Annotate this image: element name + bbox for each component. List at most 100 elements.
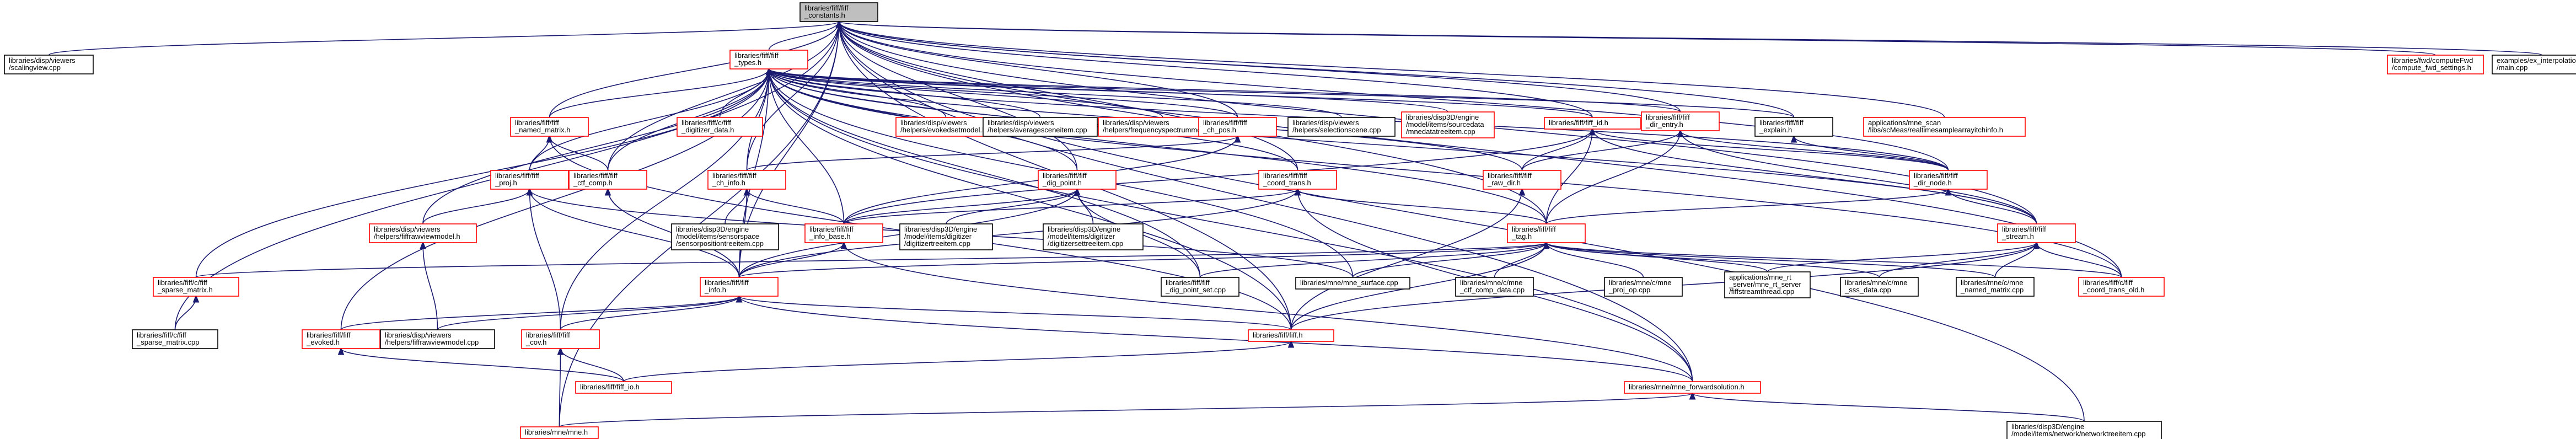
- graph-node-ch-pos[interactable]: libraries/fiff/fiff_ch_pos.h: [1198, 117, 1277, 137]
- graph-node-digitizerset[interactable]: libraries/disp3D/engine/model/items/digi…: [1043, 223, 1144, 250]
- edge-path: [839, 22, 1795, 118]
- graph-node-fiffview[interactable]: libraries/disp/viewers/helpers/fiffrawvi…: [369, 223, 477, 243]
- include-edge: [1547, 243, 1644, 278]
- include-edge: [769, 69, 1795, 118]
- graph-node-selectionscene[interactable]: libraries/disp/viewers/helpers/selection…: [1287, 117, 1396, 137]
- graph-node-tag[interactable]: libraries/fiff/fiff_tag.h: [1507, 223, 1586, 243]
- graph-node-rt-server[interactable]: applications/mne_rt_server/mne_rt_server…: [1724, 271, 1811, 298]
- graph-node-sparse[interactable]: libraries/fiff/c/fiff_sparse_matrix.h: [153, 277, 239, 297]
- graph-node-fiff-io[interactable]: libraries/fiff/fiff_io.h: [575, 381, 672, 394]
- node-label-line: libraries/fiff/fiff: [526, 331, 570, 339]
- graph-node-fwd-sol[interactable]: libraries/mne/mne_forwardsolution.h: [1624, 381, 1761, 394]
- graph-node-fiffrawview[interactable]: libraries/disp/viewers/helpers/fiffrawvi…: [380, 329, 495, 349]
- graph-node-evokedset[interactable]: libraries/disp/viewers/helpers/evokedset…: [895, 117, 996, 137]
- node-label-line: libraries/mne/c/mne: [1961, 279, 2023, 287]
- graph-node-mne-h[interactable]: libraries/mne/mne.h: [520, 426, 599, 439]
- edge-path: [843, 129, 1593, 224]
- graph-node-dir-entry[interactable]: libraries/fiff/fiff_dir_entry.h: [1641, 111, 1720, 131]
- edge-path: [769, 69, 1795, 118]
- node-box: [729, 50, 808, 69]
- graph-node-network[interactable]: libraries/disp3D/engine/model/items/netw…: [2006, 421, 2162, 439]
- graph-node-averagescene[interactable]: libraries/disp/viewers/helpers/averagesc…: [983, 117, 1098, 137]
- edge-path: [844, 243, 1693, 382]
- graph-node-sourcedata[interactable]: libraries/disp3D/engine/model/items/sour…: [1401, 111, 1495, 138]
- graph-node-ex-interp[interactable]: examples/ex_interpolation/main.cpp: [2492, 55, 2576, 74]
- graph-node-cov[interactable]: libraries/fiff/fiff_cov.h: [521, 329, 600, 349]
- node-box: [2078, 277, 2165, 297]
- graph-node-ctf-comp-data[interactable]: libraries/mne/c/mne_ctf_comp_data.cpp: [1455, 277, 1534, 297]
- node-box: [1287, 117, 1396, 137]
- edge-path: [549, 69, 769, 118]
- graph-node-mne-named[interactable]: libraries/mne/c/mne_named_matrix.cpp: [1956, 277, 2035, 297]
- include-edge: [839, 22, 1945, 118]
- node-box: [1724, 271, 1811, 298]
- include-edge: [559, 393, 1693, 427]
- graph-node-types[interactable]: libraries/fiff/fiff_types.h: [729, 50, 808, 69]
- node-label-line: libraries/disp/viewers: [988, 119, 1054, 127]
- node-label-line: _dig_point.h: [1042, 179, 1082, 187]
- node-label-line: _proj.h: [495, 179, 517, 187]
- node-label-line: _digitizer_data.h: [681, 126, 734, 134]
- graph-node-proj-op[interactable]: libraries/mne/c/mne_proj_op.cpp: [1604, 277, 1683, 297]
- include-edge: [195, 69, 769, 278]
- edge-path: [530, 189, 561, 330]
- include-edge: [1199, 243, 1547, 278]
- edge-path: [1681, 131, 1949, 171]
- node-box: [510, 117, 589, 137]
- edge-path: [340, 296, 739, 330]
- edge-path: [195, 69, 769, 278]
- edge-path: [1545, 189, 1949, 224]
- graph-node-dig-point[interactable]: libraries/fiff/fiff_dig_point.h: [1038, 170, 1117, 190]
- graph-node-compute-fwd[interactable]: libraries/fwd/computeFwd/compute_fwd_set…: [2387, 55, 2484, 74]
- graph-node-sensorspace[interactable]: libraries/disp3D/engine/model/items/sens…: [671, 223, 779, 250]
- graph-node-stream[interactable]: libraries/fiff/fiff_stream.h: [1997, 223, 2076, 243]
- node-label-line: /model/items/digitizer: [904, 232, 972, 240]
- edge-path: [1290, 243, 1547, 330]
- graph-node-fiff-h[interactable]: libraries/fiff/fiff.h: [1248, 329, 1334, 342]
- graph-node-named-matrix[interactable]: libraries/fiff/fiff_named_matrix.h: [510, 117, 589, 137]
- edge-path: [839, 22, 2085, 422]
- node-label-line: libraries/fiff/fiff: [1759, 119, 1804, 127]
- graph-node-sparse-cpp[interactable]: libraries/fiff/c/fiff_sparse_matrix.cpp: [132, 329, 218, 349]
- node-label-line: _sss_data.cpp: [1844, 286, 1891, 294]
- include-edge: [839, 22, 1238, 118]
- graph-node-ch-info[interactable]: libraries/fiff/fiff_ch_info.h: [707, 170, 786, 190]
- edge-path: [530, 189, 740, 278]
- graph-node-scaling[interactable]: libraries/disp/viewers/scalingview.cpp: [4, 55, 94, 74]
- graph-node-ctf-comp[interactable]: libraries/fiff/fiff_ctf_comp.h: [568, 170, 647, 190]
- graph-node-info-base[interactable]: libraries/fiff/fiff_info_base.h: [804, 223, 883, 243]
- graph-node-digitizer-data[interactable]: libraries/fiff/c/fiff_digitizer_data.h: [677, 117, 763, 137]
- graph-node-mne-scan[interactable]: applications/mne_scan/libs/scMeas/realti…: [1863, 117, 2026, 137]
- graph-node-id[interactable]: libraries/fiff/fiff_id.h: [1544, 117, 1641, 130]
- graph-node-sss-data[interactable]: libraries/mne/c/mne_sss_data.cpp: [1840, 277, 1919, 297]
- graph-node-coord-trans[interactable]: libraries/fiff/fiff_coord_trans.h: [1258, 170, 1337, 190]
- graph-node-digitizer-tree[interactable]: libraries/disp3D/engine/model/items/digi…: [899, 223, 993, 250]
- include-edge: [839, 22, 2085, 422]
- include-edge: [769, 69, 2037, 224]
- edge-path: [739, 296, 1292, 330]
- node-label-line: libraries/disp/viewers: [1103, 119, 1169, 127]
- graph-node-proj[interactable]: libraries/fiff/fiff_proj.h: [490, 170, 569, 190]
- graph-node-dir-node[interactable]: libraries/fiff/fiff_dir_node.h: [1909, 170, 1988, 190]
- edge-path: [1199, 243, 1547, 278]
- graph-node-mne-surface[interactable]: libraries/mne/mne_surface.cpp: [1295, 277, 1410, 290]
- node-label-line: libraries/disp3D/engine: [2011, 422, 2084, 431]
- graph-node-info[interactable]: libraries/fiff/fiff_info.h: [700, 277, 779, 297]
- graph-node-coord-old[interactable]: libraries/fiff/c/fiff_coord_trans_old.h: [2078, 277, 2165, 297]
- node-box: [1507, 223, 1586, 243]
- node-label-line: libraries/mne/c/mne: [1460, 279, 1522, 287]
- node-box: [1840, 277, 1919, 297]
- graph-node-evoked[interactable]: libraries/fiff/fiff_evoked.h: [302, 329, 380, 349]
- edge-path: [839, 22, 2543, 56]
- node-box: [1161, 277, 1239, 297]
- node-box: [677, 117, 763, 137]
- node-label-line: libraries/fiff/fiff: [515, 119, 559, 127]
- node-box: [983, 117, 1098, 137]
- edge-path: [769, 69, 1201, 278]
- include-edge: [1521, 131, 1681, 171]
- graph-node-raw-dir[interactable]: libraries/fiff/fiff_raw_dir.h: [1483, 170, 1561, 190]
- graph-node-dig-point-set[interactable]: libraries/fiff/fiff_dig_point_set.cpp: [1161, 277, 1239, 297]
- edge-path: [738, 243, 844, 278]
- edge-path: [746, 136, 1238, 171]
- graph-node-explain[interactable]: libraries/fiff/fiff_explain.h: [1754, 117, 1833, 137]
